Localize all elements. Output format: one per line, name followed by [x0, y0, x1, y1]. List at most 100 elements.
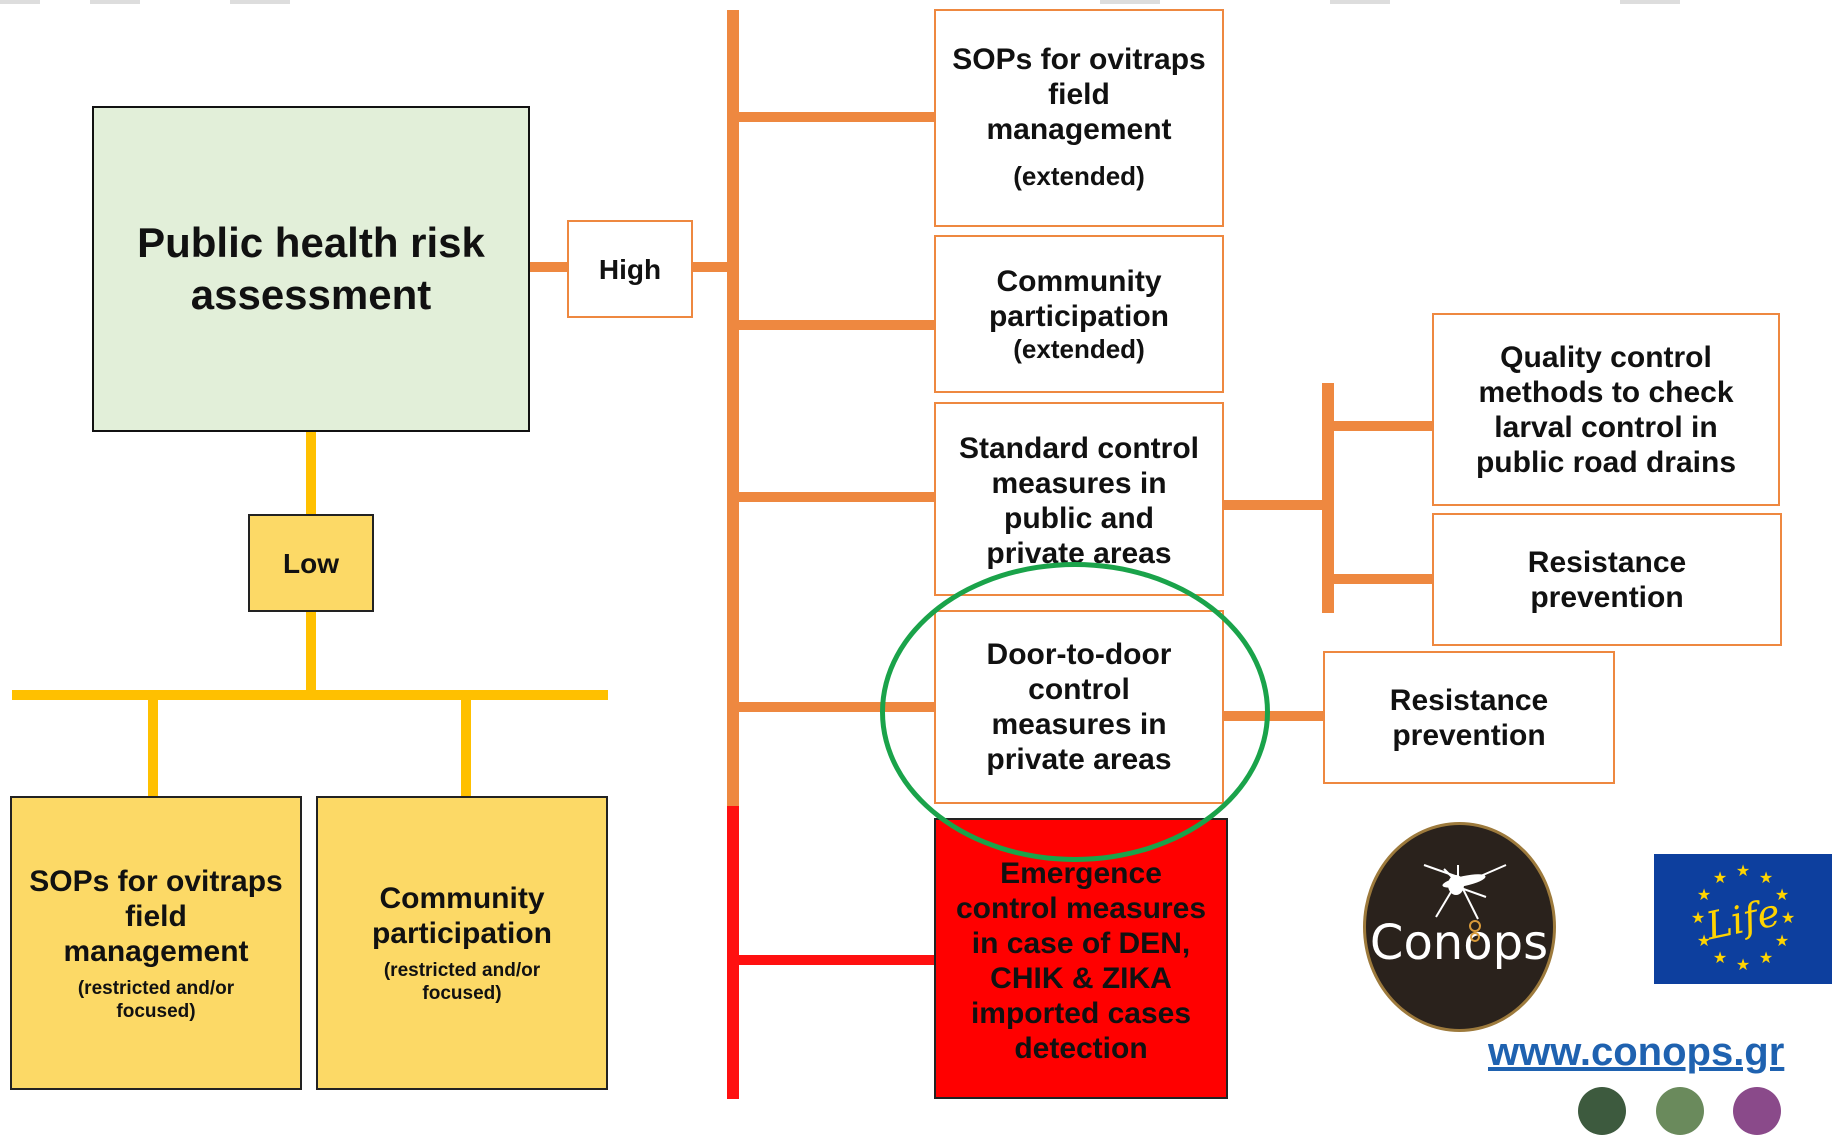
sops-extended-box: SOPs for ovitraps field management (exte…: [934, 9, 1224, 227]
sops-restricted-box: SOPs for ovitraps field management (rest…: [10, 796, 302, 1090]
svg-text:★: ★: [1697, 931, 1711, 950]
connector-low-bar: [306, 612, 316, 696]
top-strip-2: [90, 0, 140, 4]
bottom-dot-dark-green: [1578, 1087, 1626, 1135]
website-link[interactable]: www.conops.gr: [1488, 1030, 1785, 1074]
connector-door-resistance: [1223, 711, 1325, 721]
low-label: Low: [283, 547, 339, 579]
emergency-box: Emergence control measures in case of DE…: [934, 818, 1228, 1099]
quality-line4: public road drains: [1475, 445, 1737, 479]
top-strip-6: [1620, 0, 1680, 4]
high-box: High: [567, 220, 693, 318]
top-strip-1: [0, 0, 40, 4]
bottom-dot-green: [1656, 1087, 1704, 1135]
standard-line4: private areas: [986, 537, 1172, 570]
life-eu-logo: ★ ★ ★ ★ ★ ★ ★ ★ ★ ★ ★ ★ Life: [1654, 854, 1832, 984]
community-extended-line2: participation: [988, 300, 1169, 333]
community-restricted-box: Community participation (restricted and/…: [316, 796, 608, 1090]
door-line3: measures in: [991, 708, 1167, 741]
svg-text:★: ★: [1775, 885, 1789, 904]
sops-restricted-line2: field: [125, 899, 187, 933]
emergency-line1: Emergence: [1000, 857, 1162, 890]
resistance-prevention-box-door: Resistance prevention: [1323, 651, 1615, 784]
door-to-door-box: Door-to-door control measures in private…: [934, 610, 1224, 804]
sops-extended-line1: SOPs for ovitraps: [952, 43, 1206, 76]
community-extended-line1: Community: [996, 265, 1162, 298]
svg-text:★: ★: [1736, 955, 1750, 974]
low-box: Low: [248, 514, 374, 612]
sops-extended-line3: management: [986, 113, 1172, 146]
connector-risk-high: [530, 262, 568, 272]
bottom-dot-purple: [1733, 1087, 1781, 1135]
risk-title-line2: assessment: [190, 271, 432, 318]
connector-high-trunk: [692, 262, 728, 272]
risk-title-line1: Public health risk: [137, 219, 485, 266]
community-restricted-line1: Community: [379, 882, 545, 915]
connector-low-sops: [148, 700, 158, 796]
community-extended-box: Community participation (extended): [934, 235, 1224, 393]
branch-emergency: [739, 955, 935, 965]
sops-extended-note: (extended): [1013, 161, 1145, 191]
branch-resistance-top: [1332, 574, 1434, 584]
resistance-door-line1: Resistance: [1389, 683, 1549, 717]
door-line4: private areas: [986, 743, 1172, 776]
branch-quality: [1332, 421, 1434, 431]
trunk-red: [727, 806, 739, 1099]
top-strip-3: [230, 0, 290, 4]
top-strip-4: [1100, 0, 1160, 4]
sops-restricted-note2: focused): [116, 1000, 196, 1022]
svg-text:★: ★: [1775, 931, 1789, 950]
resistance-top-line1: Resistance: [1527, 545, 1687, 579]
branch-sops: [739, 112, 935, 122]
emergency-line4: CHIK & ZIKA: [990, 962, 1172, 995]
community-restricted-line2: participation: [371, 917, 552, 950]
door-line2: control: [1028, 673, 1130, 706]
sops-restricted-line1: SOPs for ovitraps: [29, 864, 283, 898]
svg-text:★: ★: [1713, 868, 1727, 887]
sops-extended-line2: field: [1048, 78, 1110, 111]
branch-door: [739, 702, 935, 712]
standard-line3: public and: [1004, 502, 1154, 535]
svg-text:★: ★: [1736, 861, 1750, 880]
svg-text:★: ★: [1691, 908, 1705, 927]
resistance-top-line2: prevention: [1530, 580, 1684, 614]
branch-community: [739, 320, 935, 330]
emergency-line6: detection: [1014, 1032, 1148, 1065]
quality-line1: Quality control: [1500, 340, 1712, 374]
community-restricted-note1: (restricted and/or: [383, 960, 541, 981]
door-line1: Door-to-door: [986, 638, 1172, 671]
standard-control-box: Standard control measures in public and …: [934, 402, 1224, 596]
svg-text:★: ★: [1759, 868, 1773, 887]
risk-assessment-box: Public health risk assessment: [92, 106, 530, 432]
community-restricted-note2: focused): [422, 983, 502, 1004]
quality-control-box: Quality control methods to check larval …: [1432, 313, 1780, 506]
resistance-prevention-box-top: Resistance prevention: [1432, 513, 1782, 646]
svg-text:★: ★: [1781, 908, 1795, 927]
high-label: High: [598, 253, 662, 285]
trunk-orange: [727, 10, 739, 808]
connector-risk-low: [306, 430, 316, 514]
quality-line3: larval control in: [1494, 410, 1718, 444]
sops-restricted-line3: management: [63, 934, 249, 968]
standard-line2: measures in: [991, 467, 1167, 500]
svg-text:★: ★: [1697, 885, 1711, 904]
conops-logo: Conops: [1363, 822, 1556, 1032]
connector-standard-sub: [1223, 500, 1326, 510]
low-bar: [12, 690, 608, 700]
standard-line1: Standard control: [958, 432, 1199, 465]
resistance-door-line2: prevention: [1392, 718, 1546, 752]
emergency-line3: in case of DEN,: [971, 927, 1191, 960]
conops-logo-text: Conops: [1370, 915, 1548, 971]
svg-text:★: ★: [1759, 948, 1773, 967]
emergency-line5: imported cases: [970, 997, 1192, 1030]
top-strip-5: [1330, 0, 1390, 4]
svg-text:★: ★: [1713, 948, 1727, 967]
emergency-line2: control measures: [955, 892, 1207, 925]
community-extended-note: (extended): [1013, 334, 1145, 364]
branch-standard: [739, 492, 935, 502]
quality-line2: methods to check: [1478, 375, 1734, 409]
connector-low-community: [461, 700, 471, 796]
subtrunk: [1322, 383, 1334, 613]
life-logo-text: Life: [1701, 890, 1783, 949]
sops-restricted-note1: (restricted and/or: [77, 977, 235, 999]
